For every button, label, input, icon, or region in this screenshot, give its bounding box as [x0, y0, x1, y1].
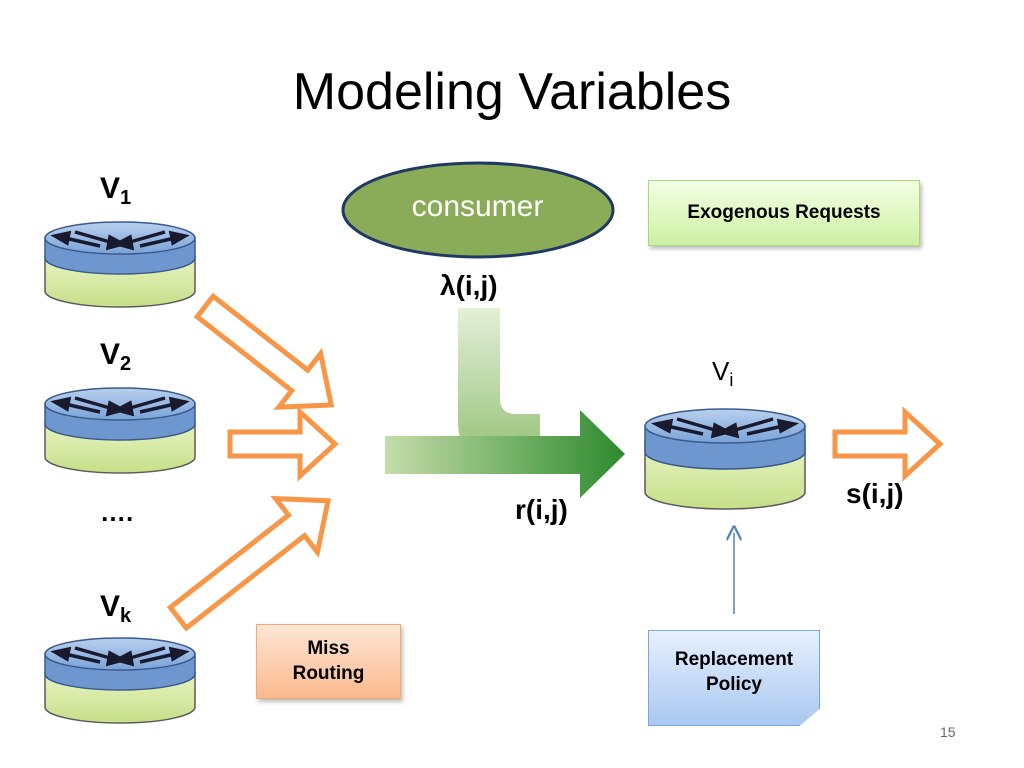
- router-vi-icon: [644, 408, 806, 510]
- replacement-policy-line2: Policy: [706, 674, 762, 695]
- serve-rate-label: s(i,j): [846, 478, 904, 509]
- hollow-arrow-from-v1: [193, 292, 335, 410]
- hollow-arrow-from-vk: [166, 495, 332, 632]
- router-v2-icon: [44, 387, 196, 474]
- miss-routing-line2: Routing: [292, 662, 365, 684]
- page-number: 15: [940, 724, 956, 740]
- consumer-node: [341, 161, 615, 259]
- consumer-label: consumer: [411, 190, 544, 223]
- node-label-vi: Vi: [712, 356, 734, 390]
- lambda-flow-arrow: [458, 308, 540, 474]
- lambda-label: λ(i,j): [440, 270, 498, 301]
- router-v1-icon: [44, 221, 196, 308]
- node-label-vk: Vk: [100, 590, 132, 627]
- page-title: Modeling Variables: [292, 63, 732, 121]
- request-rate-label: r(i,j): [515, 494, 568, 525]
- replacement-policy-line1: Replacement: [674, 649, 794, 671]
- node-label-v1: V1: [100, 172, 132, 209]
- hollow-arrow-from-v2: [227, 406, 339, 482]
- miss-routing-line1: Miss: [307, 637, 350, 659]
- request-flow-arrow: [385, 410, 625, 498]
- hollow-arrow-output: [832, 406, 944, 482]
- exogenous-requests-box: Exogenous Requests: [648, 180, 920, 246]
- node-label-ellipsis: ….: [100, 497, 134, 527]
- node-label-v2: V2: [100, 338, 132, 375]
- router-vk-icon: [44, 637, 196, 724]
